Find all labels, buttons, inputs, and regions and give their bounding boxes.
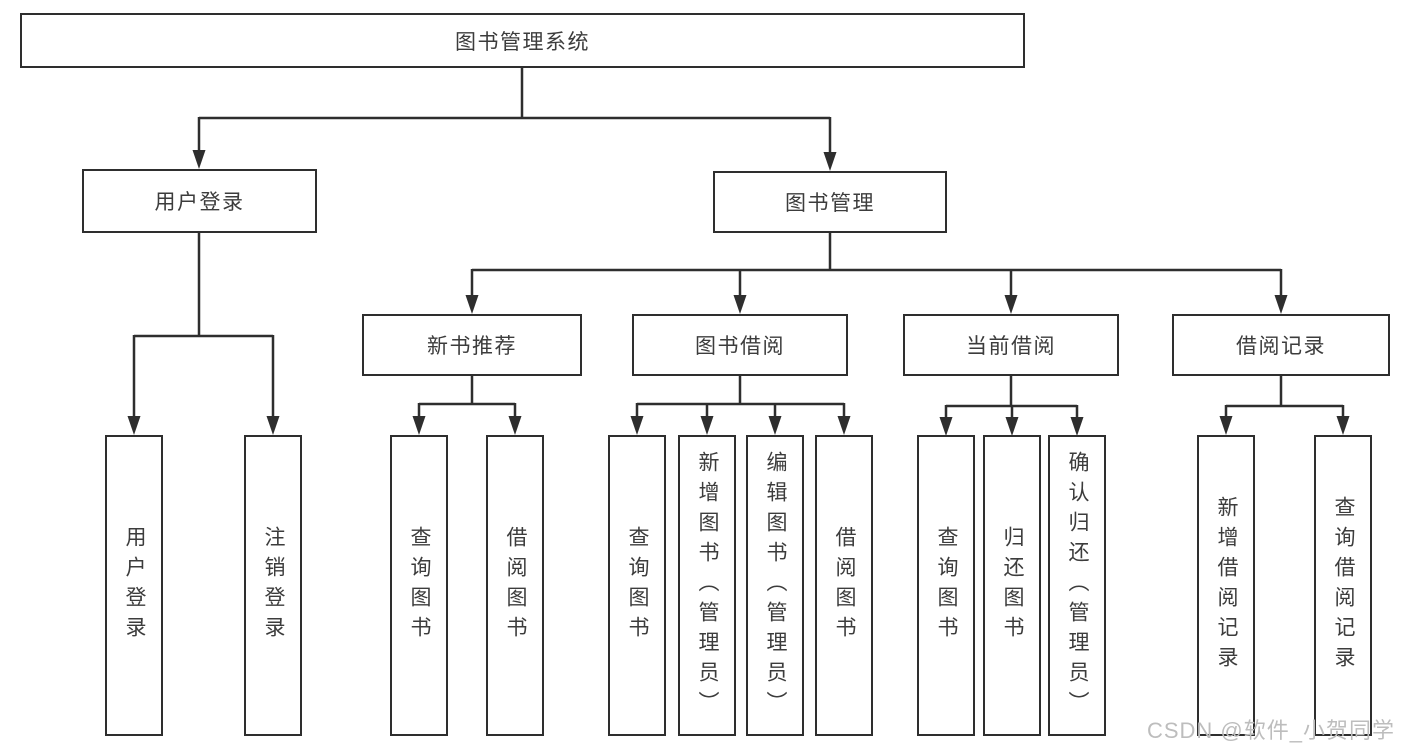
leaf-return-books-label: 归还图书	[1001, 525, 1024, 646]
leaf-edit-book-admin: 编辑图书（管理员）	[746, 435, 804, 736]
node-book-borrowing: 图书借阅	[632, 314, 848, 376]
leaf-query-borrow-record: 查询借阅记录	[1314, 435, 1372, 736]
node-new-book-recommend: 新书推荐	[362, 314, 582, 376]
leaf-return-books: 归还图书	[983, 435, 1041, 736]
leaf-add-book-admin-label: 新增图书（管理员）	[696, 450, 719, 721]
node-user-login-label: 用户登录	[154, 191, 245, 214]
node-book-borrowing-label: 图书借阅	[695, 335, 785, 358]
node-borrowing-records: 借阅记录	[1172, 314, 1390, 376]
leaf-borrow-books-recommend: 借阅图书	[486, 435, 544, 736]
csdn-watermark: CSDN @软件_小贺同学	[1146, 718, 1395, 743]
arrowheads	[127, 150, 1350, 436]
leaf-add-borrow-record-label: 新增借阅记录	[1215, 495, 1238, 676]
leaf-confirm-return-admin: 确认归还（管理员）	[1048, 435, 1106, 736]
leaf-borrow-books-recommend-label: 借阅图书	[504, 525, 527, 646]
node-new-book-recommend-label: 新书推荐	[427, 335, 517, 358]
leaf-add-borrow-record: 新增借阅记录	[1197, 435, 1255, 736]
leaf-confirm-return-admin-label: 确认归还（管理员）	[1066, 450, 1089, 721]
node-user-login: 用户登录	[82, 169, 317, 233]
leaf-query-books-recommend-label: 查询图书	[408, 525, 431, 646]
leaf-add-book-admin: 新增图书（管理员）	[678, 435, 736, 736]
leaf-query-books-current-label: 查询图书	[935, 525, 958, 646]
node-current-borrowing: 当前借阅	[903, 314, 1119, 376]
leaf-query-books-recommend: 查询图书	[390, 435, 448, 736]
node-book-management-label: 图书管理	[785, 192, 875, 215]
leaf-user-login: 用户登录	[105, 435, 163, 736]
node-root-label: 图书管理系统	[455, 30, 590, 54]
leaf-borrow-books-label: 借阅图书	[833, 525, 856, 646]
node-root-system: 图书管理系统	[20, 13, 1025, 68]
leaf-logout: 注销登录	[244, 435, 302, 736]
leaf-user-login-label: 用户登录	[123, 525, 146, 646]
leaf-logout-label: 注销登录	[262, 525, 285, 646]
leaf-query-borrow-record-label: 查询借阅记录	[1332, 495, 1355, 676]
leaf-borrow-books: 借阅图书	[815, 435, 873, 736]
node-current-borrowing-label: 当前借阅	[966, 335, 1056, 358]
node-book-management: 图书管理	[713, 171, 947, 233]
leaf-query-books-borrowing-label: 查询图书	[626, 525, 649, 646]
node-borrowing-records-label: 借阅记录	[1236, 335, 1326, 358]
leaf-edit-book-admin-label: 编辑图书（管理员）	[764, 450, 787, 721]
leaf-query-books-current: 查询图书	[917, 435, 975, 736]
leaf-query-books-borrowing: 查询图书	[608, 435, 666, 736]
